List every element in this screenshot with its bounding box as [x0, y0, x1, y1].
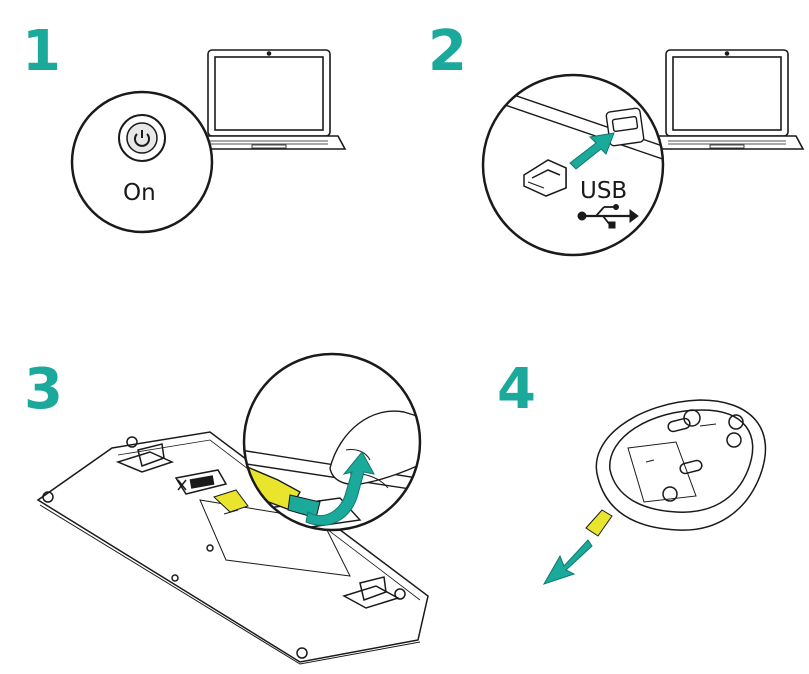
usb-receiver-icon [523, 159, 567, 197]
step-1-number: 1 [22, 19, 61, 84]
step4-arrow-icon [542, 539, 593, 585]
keyboard-icon [36, 431, 429, 665]
step-4-number: 4 [497, 357, 536, 422]
power-on-label: On [123, 180, 156, 206]
step-2-number: 2 [428, 19, 467, 84]
mouse-icon [595, 399, 767, 531]
step2-laptop-icon [649, 49, 805, 150]
step-3-number: 3 [24, 357, 63, 422]
step2-arrow-icon [569, 132, 615, 170]
step1-laptop-icon [191, 49, 347, 150]
step3-arrow-icon [305, 451, 375, 526]
usb-label: USB [580, 178, 628, 204]
power-button-icon [118, 114, 166, 162]
step3-zoom-circle [242, 352, 422, 532]
keyboard-battery-tab [213, 489, 249, 513]
mouse-battery-tab [585, 509, 613, 537]
usb-symbol-icon [577, 204, 639, 229]
